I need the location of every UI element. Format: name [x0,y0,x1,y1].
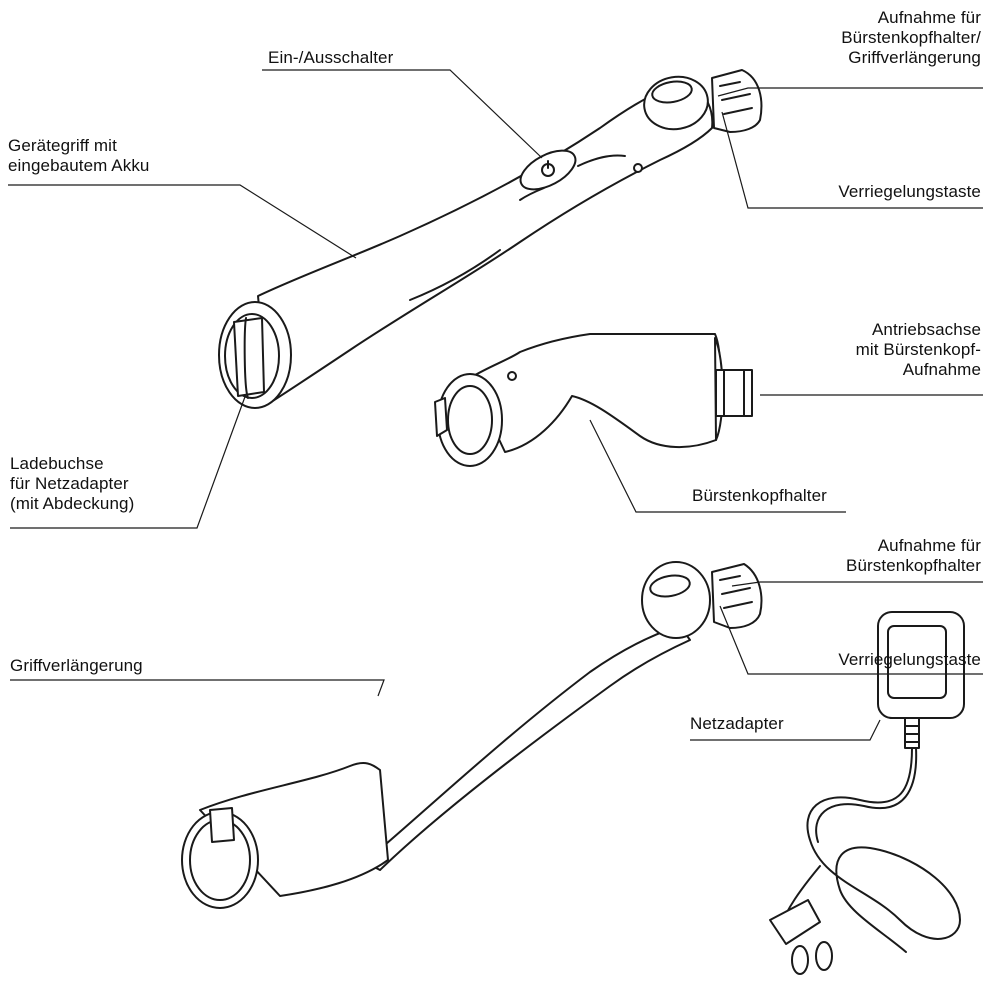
label-charging-socket: Ladebuchse für Netzadapter (mit Abdeckun… [10,454,135,513]
label-device-handle: Gerätegriff mit eingebautem Akku [8,136,150,175]
label-power-adapter: Netzadapter [690,714,784,733]
brush-holder [434,333,753,467]
label-handle-extension: Griffverlängerung [10,656,143,675]
leader-lines [8,69,983,741]
label-brush-holder: Bürstenkopfhalter [692,486,827,505]
label-power-switch: Ein-/Ausschalter [268,48,394,67]
label-mount-top: Aufnahme für Bürstenkopfhalter/ Griffver… [841,8,981,67]
device-handle [218,69,763,409]
label-mount-bottom: Aufnahme für Bürstenkopfhalter [846,536,981,575]
power-adapter [769,611,965,975]
label-drive-axle: Antriebsachse mit Bürstenkopf- Aufnahme [855,320,981,379]
handle-extension [181,561,763,909]
label-lock-button-top: Verriegelungstaste [838,182,981,201]
label-lock-button-bottom: Verriegelungstaste [838,650,981,669]
